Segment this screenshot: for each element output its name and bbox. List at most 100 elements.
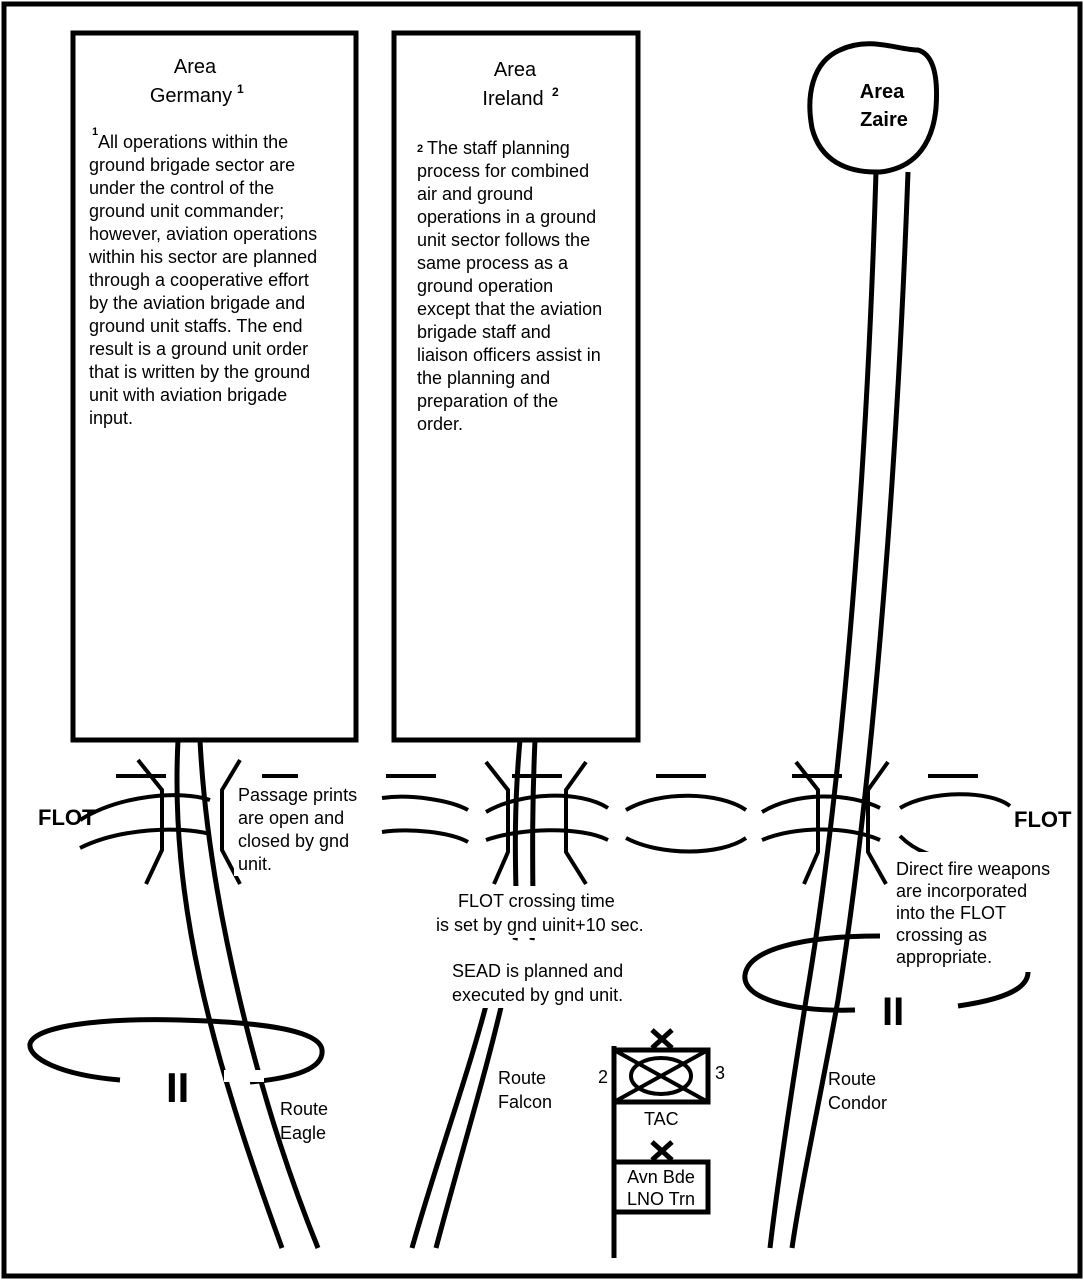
flot-arc [898, 792, 1012, 810]
route-falcon-track-lower [433, 989, 508, 1249]
note-line: unit. [238, 854, 272, 874]
area-germany-title-line2: Germany [150, 85, 232, 107]
passage-point-bracket [866, 760, 890, 885]
note-backdrop [446, 956, 658, 1008]
area-zaire: Area Zaire [807, 41, 939, 175]
flot-arc [79, 827, 211, 850]
route-condor-track [789, 171, 911, 1249]
passage-point-bracket [136, 758, 164, 885]
note-line: however, aviation operations [89, 224, 317, 244]
lno-label-line1: Avn Bde [627, 1167, 695, 1187]
note-line: within his sector are planned [88, 247, 317, 267]
area-germany-title-line1: Area [174, 56, 217, 78]
area-ireland-title-line2: Ireland [482, 88, 543, 110]
flot-label-left: FLOT [38, 805, 96, 830]
route-eagle [174, 739, 321, 1249]
note-line: air and ground [417, 184, 533, 204]
area-germany-note-mark: 1 [92, 126, 98, 138]
flot-arc [381, 828, 469, 844]
flot-arc [78, 793, 211, 822]
flot-arc [624, 793, 748, 812]
tac-label: TAC [644, 1109, 679, 1129]
note-line: except that the aviation [417, 299, 602, 319]
note-line: under the control of the [89, 178, 274, 198]
note-line: liaison officers assist in [417, 345, 601, 365]
note-line: into the FLOT [896, 903, 1006, 923]
route-condor-label-line2: Condor [828, 1093, 887, 1113]
passage-point-bracket [794, 760, 820, 885]
route-condor [767, 171, 911, 1249]
area-germany: Area Germany 1 1 All operations within t… [70, 30, 359, 743]
area-ireland-box [391, 30, 641, 743]
note-line: preparation of the [417, 391, 558, 411]
battalion-boundary-right: II [742, 933, 1031, 1034]
note-line: result is a ground unit order [89, 339, 308, 359]
note-backdrop [234, 780, 374, 876]
route-falcon-label-line1: Route [498, 1068, 546, 1088]
area-ireland: Area Ireland 2 2 The staff planning proc… [391, 30, 641, 743]
route-eagle-label-line2: Eagle [280, 1123, 326, 1143]
note-line: The staff planning [427, 138, 570, 158]
area-zaire-title-line2: Zaire [860, 109, 908, 131]
area-germany-box [70, 30, 359, 743]
flot-label-right: FLOT [1014, 807, 1072, 832]
boundary-arc [742, 933, 881, 1013]
note-line: ground unit staffs. The end [89, 316, 303, 336]
note-line: FLOT crossing time [458, 891, 615, 911]
route-falcon-track-lower [409, 989, 493, 1249]
note-line: are incorporated [896, 881, 1027, 901]
route-eagle-label-line1: Route [280, 1099, 328, 1119]
note-line: crossing as [896, 925, 987, 945]
note-line: that is written by the ground [89, 362, 310, 382]
route-eagle-gap [224, 1070, 264, 1082]
area-ireland-title-line1: Area [494, 59, 537, 81]
note-backdrop [890, 852, 1076, 970]
aviation-icon [629, 1056, 693, 1096]
note-line: process for combined [417, 161, 589, 181]
flot-line: FLOT FLOT [38, 758, 1072, 886]
passage-point-bracket [220, 758, 242, 885]
note-line: Direct fire weapons [896, 859, 1050, 879]
lno-label-line2: LNO Trn [627, 1189, 695, 1209]
sead-note: SEAD is planned and executed by gnd unit… [446, 956, 658, 1008]
battalion-boundary-left: II [27, 1017, 325, 1111]
note-backdrop [430, 886, 682, 938]
note-line: Passage prints [238, 785, 357, 805]
direct-fire-note: Direct fire weapons are incorporated int… [890, 852, 1076, 970]
note-line: same process as a [417, 253, 569, 273]
area-ireland-footnote-mark: 2 [552, 85, 559, 99]
tac-left-number: 2 [598, 1067, 608, 1087]
route-condor-label-line1: Route [828, 1069, 876, 1089]
note-line: are open and [238, 808, 344, 828]
route-falcon-label-line2: Falcon [498, 1092, 552, 1112]
tac-right-number: 3 [715, 1063, 725, 1083]
note-line: ground operation [417, 276, 553, 296]
note-line: SEAD is planned and [452, 961, 623, 981]
area-ireland-note-mark: 2 [417, 143, 423, 155]
note-line: operations in a ground [417, 207, 596, 227]
note-line: input. [89, 408, 133, 428]
note-line: All operations within the [98, 132, 288, 152]
note-line: unit sector follows the [417, 230, 590, 250]
note-line: order. [417, 414, 463, 434]
crossing-time-note: FLOT crossing time is set by gnd uinit+1… [430, 886, 682, 938]
note-line: is set by gnd uinit+10 sec. [436, 915, 644, 935]
note-line: executed by gnd unit. [452, 985, 623, 1005]
route-eagle-track [174, 739, 285, 1249]
boundary-arc [27, 1017, 325, 1085]
note-line: appropriate. [896, 947, 992, 967]
area-ireland-note: The staff planning process for combined … [417, 138, 602, 434]
note-line: ground brigade sector are [89, 155, 295, 175]
brigade-echelon-icon [650, 1028, 674, 1050]
lno-box [611, 1159, 711, 1215]
flot-arc [484, 793, 610, 814]
note-line: closed by gnd [238, 831, 349, 851]
tac-command-post-symbol: 2 3 TAC Avn Bde LNO Trn [598, 1028, 725, 1258]
area-zaire-blob [807, 41, 939, 175]
battalion-symbol-left: II [166, 1064, 189, 1111]
passage-points-note: Passage prints are open and closed by gn… [234, 780, 374, 876]
passage-point-bracket [564, 760, 588, 886]
note-line: ground unit commander; [89, 201, 284, 221]
